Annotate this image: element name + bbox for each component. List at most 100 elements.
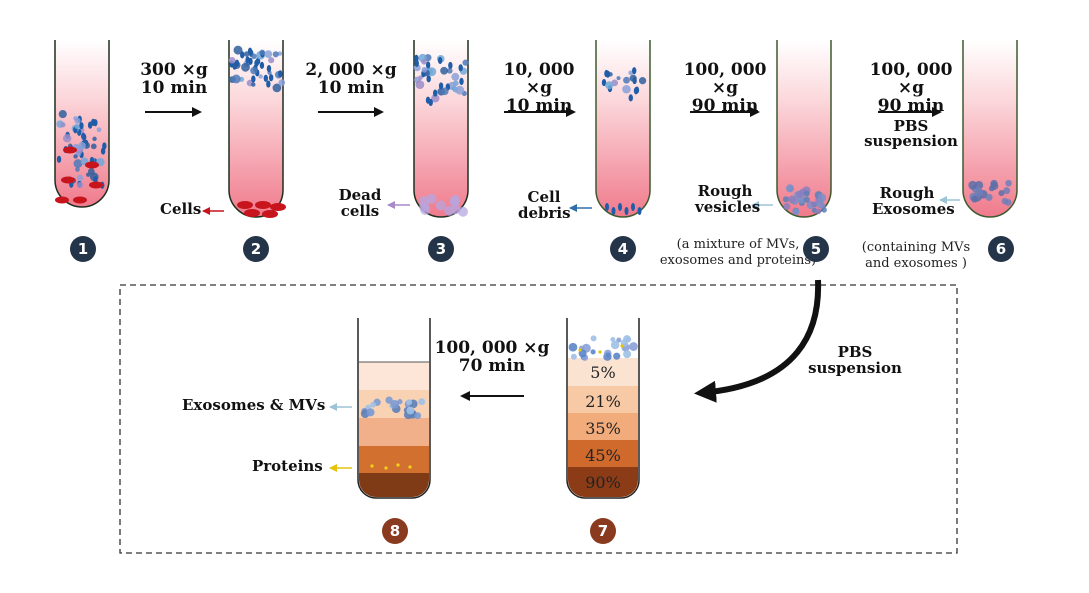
step-3-condition: 2, 000 ×g 10 min — [305, 60, 397, 98]
layer-label-90: 90% — [585, 473, 621, 492]
tube-2-particle — [233, 45, 243, 55]
tube-6-exosome — [968, 180, 978, 190]
tube-7-protein — [620, 344, 624, 348]
tube-2-particle — [250, 66, 258, 75]
tube-1-particle — [100, 147, 106, 155]
tube-1-particle — [62, 134, 72, 143]
tube-2-particle — [272, 83, 282, 93]
tube-1-particle — [60, 122, 66, 128]
tube-7-sample-particle — [610, 340, 620, 350]
tube-1-red-cell — [85, 161, 99, 169]
tube-3-particle — [440, 87, 449, 96]
tube-3-particle — [414, 59, 419, 67]
tube-1-particle — [75, 167, 80, 172]
tube-1-particle — [86, 172, 91, 177]
label-cell-debris-2: debris — [518, 203, 571, 222]
tube-8-exosome — [418, 398, 426, 406]
gradient-layer-4 — [568, 467, 638, 497]
tube-6-exosome — [974, 188, 984, 197]
tube-8-exosome — [366, 408, 375, 417]
note-step-5-line-2: exosomes and proteins) — [659, 253, 817, 269]
tube-1-red-cell — [89, 181, 103, 189]
tube-7-protein — [598, 350, 602, 354]
step-number-3: 3 — [428, 236, 454, 262]
step-4-force: 10, 000 ×g — [503, 60, 575, 98]
tube-8-protein — [384, 466, 388, 470]
tube-2-particle — [266, 80, 271, 88]
label-dead-cells: Dead cells — [335, 187, 385, 220]
tube-1-red-cell — [63, 146, 77, 154]
tube-4 — [595, 40, 651, 218]
tube-8-protein — [370, 464, 374, 468]
tube-2-particle — [251, 82, 256, 87]
tube-7-sample-particle — [590, 335, 597, 342]
label-cells-text: Cells — [160, 200, 202, 218]
label-cells: Cells — [160, 200, 202, 218]
note-step-5-line-1: (a mixture of MVs, — [676, 237, 800, 252]
tube-1-particle — [96, 127, 102, 133]
tube-4-particle — [622, 84, 631, 94]
tube-2-particle — [277, 51, 283, 56]
tube-1-particle — [73, 154, 78, 159]
tube-2-particle — [268, 74, 274, 82]
tube-6 — [962, 40, 1018, 218]
tube-4-particle — [629, 74, 637, 82]
step-6-time: 90 min — [877, 95, 945, 116]
tube-2-particle — [258, 74, 263, 79]
step-2-force: 300 ×g — [140, 60, 208, 80]
step-6-condition: 100, 000 ×g 90 min PBS suspension — [855, 60, 967, 150]
note-step-6: (containing MVs and exosomes ) — [852, 240, 980, 273]
tube-2-particle — [278, 79, 286, 86]
step-3-force: 2, 000 ×g — [305, 60, 397, 80]
step-number-8: 8 — [382, 518, 408, 544]
layer-label-35: 35% — [585, 419, 621, 438]
tube-4-particle — [616, 76, 621, 81]
tube-3-particle — [421, 67, 428, 73]
tube-1-particle — [73, 159, 83, 168]
step-number-6: 6 — [988, 236, 1014, 262]
tube-2-particle — [278, 70, 283, 78]
label-rough-exosomes-1: Rough — [879, 184, 935, 202]
tube-4-particle — [628, 94, 633, 102]
step-4-condition: 10, 000 ×g 10 min — [488, 60, 590, 116]
particle-layer — [55, 45, 1012, 218]
step-5-time: 90 min — [691, 95, 759, 116]
tube-8-layer-2 — [359, 418, 429, 446]
tube-3-particle — [421, 58, 427, 65]
step-3-time: 10 min — [317, 77, 385, 98]
tube-7-sample-particle — [623, 350, 632, 359]
layer-label-45: 45% — [585, 446, 621, 465]
tube-3-particle — [451, 72, 460, 81]
step-6-force: 100, 000 ×g — [869, 60, 953, 98]
tube-2-red-cell — [262, 210, 278, 218]
note-step-5: (a mixture of MVs, exosomes and proteins… — [658, 237, 818, 270]
tube-3-particle — [428, 98, 433, 107]
tube-5-vesicle — [783, 202, 791, 210]
step-2-time: 10 min — [140, 77, 208, 98]
tube-7-sample-particle — [629, 342, 638, 351]
tube-6-exosome — [1003, 187, 1011, 195]
tube-7-sample-particle — [610, 336, 616, 342]
tube-1-red-cell — [61, 176, 75, 184]
tube-8-exosome — [414, 412, 422, 420]
tube-5-vesicle — [803, 190, 810, 197]
gradient-layer-2 — [568, 413, 638, 440]
tube-2-particle — [251, 53, 257, 60]
tube-3-particle — [437, 56, 443, 65]
tube-5-vesicle — [792, 208, 800, 216]
tube-1-particle — [81, 132, 86, 140]
tube-3-particle — [458, 64, 463, 72]
tube-1-particle — [77, 181, 84, 189]
step-5-condition: 100, 000 ×g 90 min — [670, 61, 780, 116]
tube-3-particle — [438, 82, 444, 90]
tube-2-particle — [263, 74, 269, 82]
tube-4-particle — [633, 87, 639, 95]
tube-5-vesicle — [796, 190, 804, 198]
tube-2-particle — [248, 57, 253, 65]
tube-7-sample-particle — [605, 352, 611, 358]
tube-3-particle — [426, 75, 431, 83]
tube-8-layer-3 — [359, 446, 429, 473]
tube-7-sample-particle — [570, 353, 577, 360]
